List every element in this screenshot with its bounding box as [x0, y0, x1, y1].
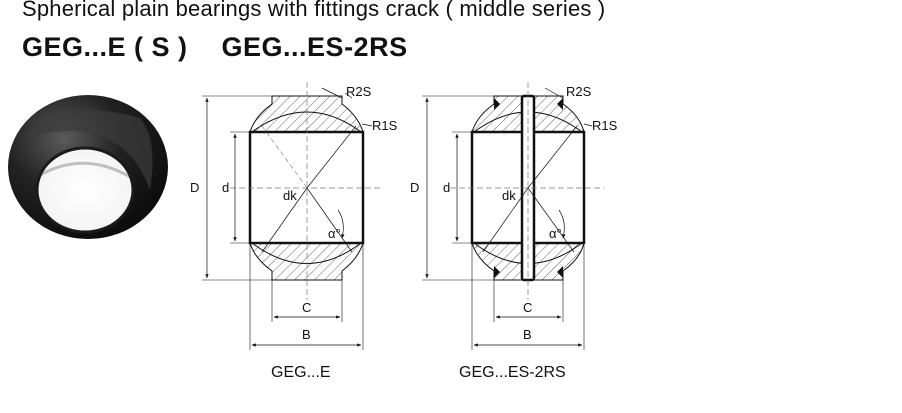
- label-outer-width: C: [302, 300, 311, 315]
- label-bore-diameter: d: [222, 180, 229, 195]
- label-outer-width: C: [523, 300, 532, 315]
- label-bore-diameter: d: [443, 180, 450, 195]
- title-model-es-2rs: GEG...ES-2RS: [221, 32, 408, 62]
- label-r2s: R2S: [346, 84, 372, 99]
- title-model-e: GEG...E ( S ): [22, 32, 188, 62]
- label-tilt-angle: α°: [328, 226, 341, 241]
- label-outer-diameter: D: [190, 180, 199, 195]
- drawing-geg-es-2rs: [422, 82, 604, 350]
- label-outer-diameter: D: [410, 180, 419, 195]
- label-inner-width: B: [302, 327, 311, 342]
- label-sphere-diameter: dk: [502, 188, 516, 203]
- labels-geg-es-2rs: R2S R1S D d dk α° C B GEG...ES-2RS: [410, 84, 618, 381]
- label-r1s: R1S: [592, 118, 618, 133]
- bearing-photo: [8, 95, 168, 239]
- label-sphere-diameter: dk: [283, 188, 297, 203]
- labels-geg-e: R2S R1S D d dk α° C B GEG...E: [190, 84, 398, 381]
- page-subtitle: Spherical plain bearings with fittings c…: [22, 0, 606, 21]
- page-title: GEG...E ( S ) GEG...ES-2RS: [22, 32, 408, 63]
- label-inner-width: B: [523, 327, 532, 342]
- drawing-geg-e: [202, 82, 382, 350]
- caption-geg-es-2rs: GEG...ES-2RS: [459, 364, 566, 381]
- label-tilt-angle: α°: [549, 226, 562, 241]
- label-r2s: R2S: [566, 84, 592, 99]
- caption-geg-e: GEG...E: [271, 364, 331, 381]
- label-r1s: R1S: [372, 118, 398, 133]
